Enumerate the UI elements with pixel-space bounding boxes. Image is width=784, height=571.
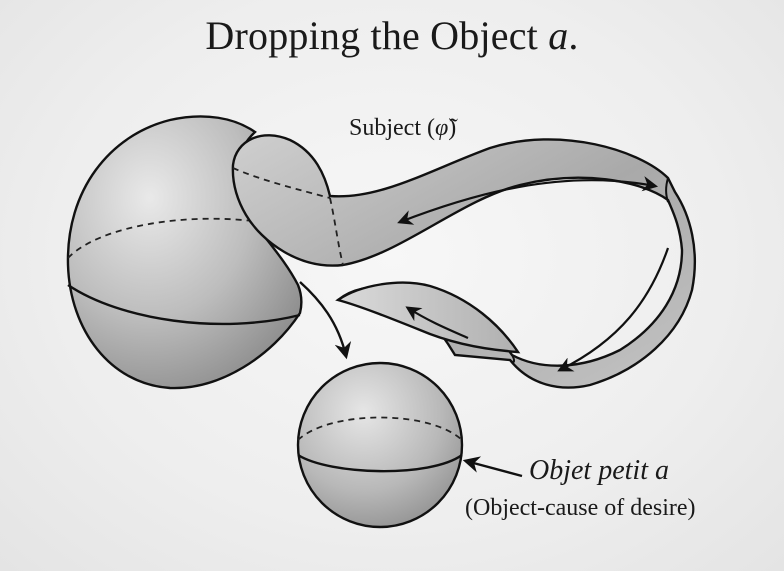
objet-label: Objet petit a (529, 455, 669, 486)
band-arrow-tongue (405, 306, 469, 340)
subject-sphere (66, 115, 303, 390)
band-tongue (335, 281, 521, 354)
band-arrow-top (397, 176, 659, 225)
drop-arrow (299, 281, 352, 360)
band-arrow-right (557, 247, 670, 372)
objet-pointer-arrow (462, 456, 523, 478)
objet-cause-label: (Object-cause of desire) (465, 495, 696, 521)
subject-band (231, 134, 696, 389)
objet-sphere (296, 361, 464, 529)
diagram-title: Dropping the Object a. (205, 13, 579, 58)
subject-label: Subject (φ̃) (349, 115, 457, 141)
